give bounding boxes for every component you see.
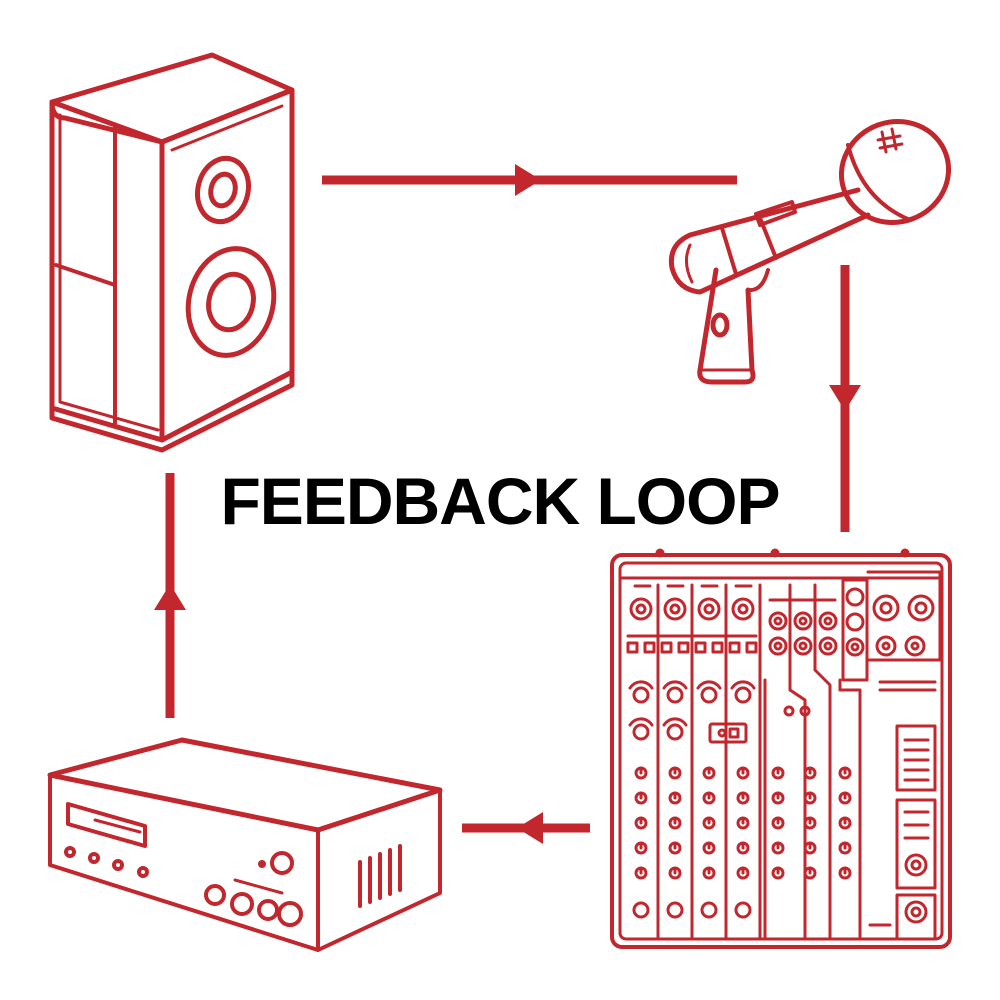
arrowhead-icon — [515, 164, 541, 196]
arrowhead-icon — [829, 385, 861, 411]
mixing-console-icon — [610, 548, 952, 949]
mixer-channel-knob — [666, 901, 684, 919]
microphone-icon — [668, 119, 952, 385]
flow-arrows — [154, 164, 861, 844]
arrowhead-icon — [154, 584, 186, 610]
speaker-icon — [49, 52, 295, 453]
mixer-channel-knob — [632, 901, 650, 919]
arrow-speaker-to-microphone — [322, 164, 737, 196]
diagram-title: FEEDBACK LOOP — [220, 464, 779, 538]
amplifier-icon — [47, 737, 443, 952]
arrow-microphone-to-mixer — [829, 265, 861, 532]
mixer-knob-grid — [632, 766, 852, 919]
arrow-amplifier-to-speaker — [154, 473, 186, 718]
mixer-channel-knob — [700, 901, 718, 919]
arrowhead-icon — [517, 812, 543, 844]
mixer-master-section — [838, 570, 942, 941]
mixer-stereo-channels — [763, 583, 838, 941]
arrow-mixer-to-amplifier — [462, 812, 590, 844]
mixer-mono-channels — [626, 583, 762, 941]
mixer-channel-knob — [734, 901, 752, 919]
